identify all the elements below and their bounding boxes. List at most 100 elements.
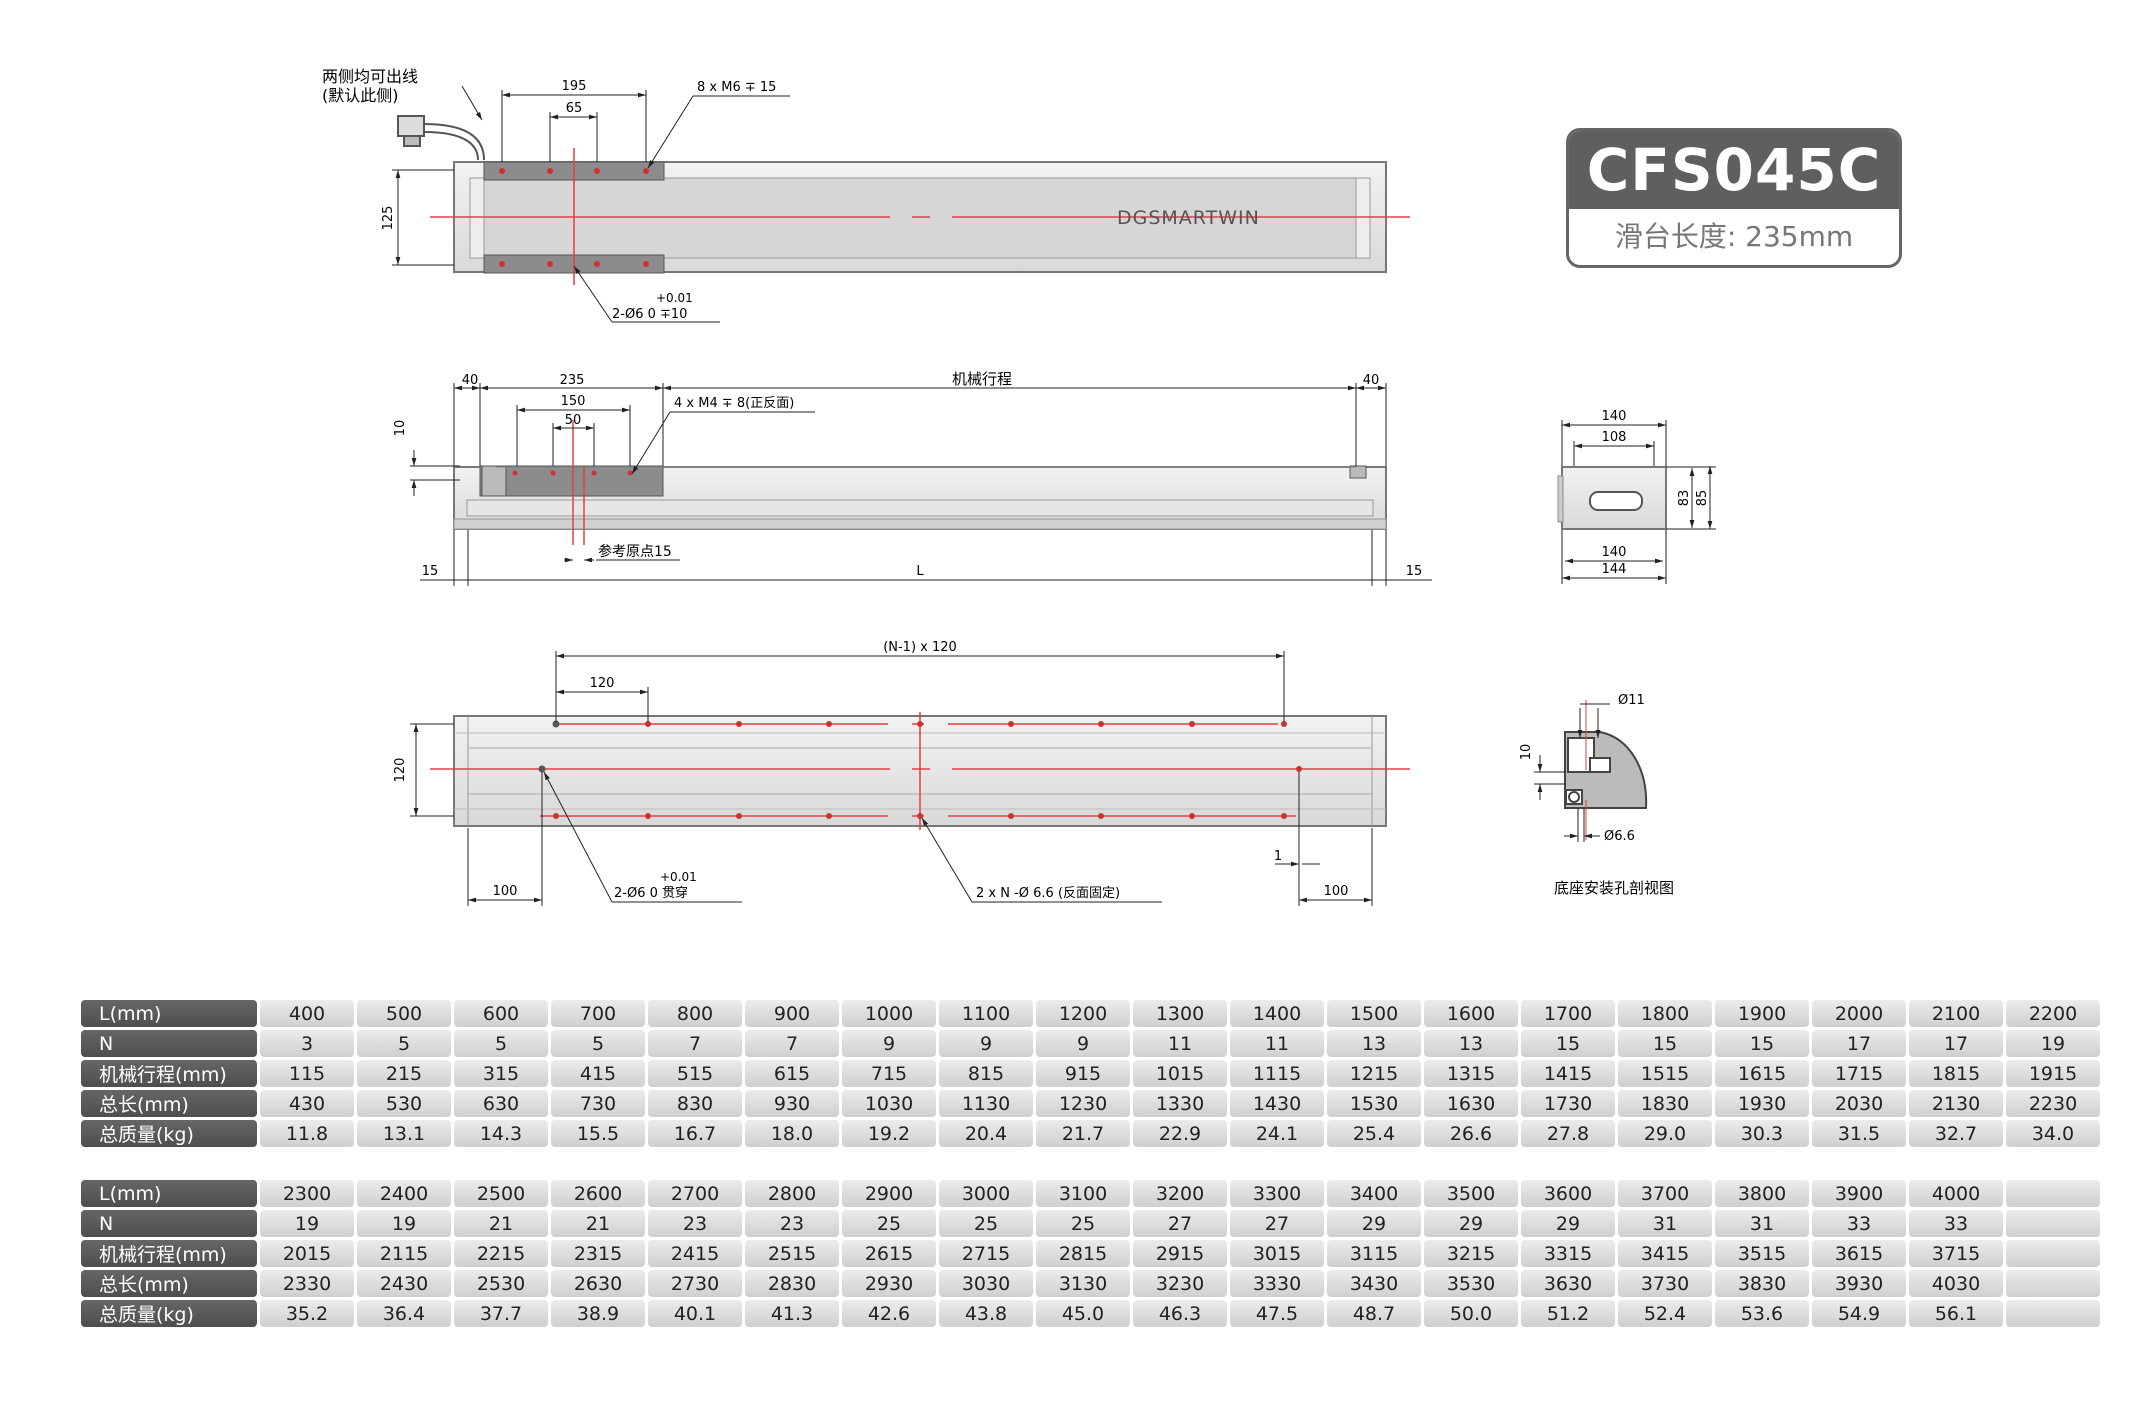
table-cell: 11 <box>1133 1030 1227 1057</box>
table-cell: 54.9 <box>1812 1300 1906 1327</box>
table-cell: 430 <box>260 1090 354 1117</box>
table-cell: 19.2 <box>842 1120 936 1147</box>
table-cell: 15 <box>1618 1030 1712 1057</box>
table-cell: 25 <box>842 1210 936 1237</box>
table-cell: 2800 <box>745 1180 839 1207</box>
table-cell: 30.3 <box>1715 1120 1809 1147</box>
table-cell: 1830 <box>1618 1090 1712 1117</box>
table-cell: 36.4 <box>357 1300 451 1327</box>
table-cell: 2330 <box>260 1270 354 1297</box>
table-cell: 715 <box>842 1060 936 1087</box>
table-cell: 17 <box>1909 1030 2003 1057</box>
table-cell: 415 <box>551 1060 645 1087</box>
table-cell: 2130 <box>1909 1090 2003 1117</box>
table-cell: 3100 <box>1036 1180 1130 1207</box>
table-cell: 3330 <box>1230 1270 1324 1297</box>
table-cell: 2100 <box>1909 1000 2003 1027</box>
table-cell: 17 <box>1812 1030 1906 1057</box>
table-cell: 4000 <box>1909 1180 2003 1207</box>
table-cell: 27 <box>1230 1210 1324 1237</box>
table-cell: 32.7 <box>1909 1120 2003 1147</box>
table-cell: 11.8 <box>260 1120 354 1147</box>
table-cell: 27.8 <box>1521 1120 1615 1147</box>
table-cell: 830 <box>648 1090 742 1117</box>
table-cell: 2715 <box>939 1240 1033 1267</box>
table-cell: 23 <box>648 1210 742 1237</box>
row-header: 总长(mm) <box>81 1090 257 1117</box>
table-cell: 3200 <box>1133 1180 1227 1207</box>
table-cell: 19 <box>260 1210 354 1237</box>
table-cell: 26.6 <box>1424 1120 1518 1147</box>
end-dim-85: 85 <box>1695 490 1710 507</box>
table-cell: 1715 <box>1812 1060 1906 1087</box>
end-dim-83: 83 <box>1677 490 1692 507</box>
table-cell: 23 <box>745 1210 839 1237</box>
side-view: 40 235 150 50 机械行程 40 4 x M4 ∓ 8(正反面) 10… <box>393 370 1432 586</box>
dim-15-right: 15 <box>1406 564 1423 579</box>
table-cell: 5 <box>551 1030 645 1057</box>
table-cell: 2400 <box>357 1180 451 1207</box>
table-cell: 2430 <box>357 1270 451 1297</box>
section-caption: 底座安装孔剖视图 <box>1554 879 1674 897</box>
table-cell: 53.6 <box>1715 1300 1809 1327</box>
table-cell: 315 <box>454 1060 548 1087</box>
dim-1: 1 <box>1274 849 1282 864</box>
table-cell: 1515 <box>1618 1060 1712 1087</box>
table-cell: 2300 <box>260 1180 354 1207</box>
table-cell: 22.9 <box>1133 1120 1227 1147</box>
table-cell: 1630 <box>1424 1090 1518 1117</box>
table-cell: 2900 <box>842 1180 936 1207</box>
brand-logo: DGSMARTWIN <box>1117 207 1260 229</box>
table-cell: 615 <box>745 1060 839 1087</box>
table-cell: 2600 <box>551 1180 645 1207</box>
table-cell: 43.8 <box>939 1300 1033 1327</box>
table-cell: 1330 <box>1133 1090 1227 1117</box>
table-cell: 2700 <box>648 1180 742 1207</box>
table-cell: 3530 <box>1424 1270 1518 1297</box>
section-dim-11: Ø11 <box>1618 693 1645 708</box>
table-cell: 3500 <box>1424 1180 1518 1207</box>
table-cell <box>2006 1180 2100 1207</box>
table-cell: 13 <box>1327 1030 1421 1057</box>
dim-100-right: 100 <box>1324 884 1349 899</box>
end-dim-144: 144 <box>1602 562 1627 577</box>
table-cell: 3515 <box>1715 1240 1809 1267</box>
table-cell: 3600 <box>1521 1180 1615 1207</box>
table-cell: 21.7 <box>1036 1120 1130 1147</box>
dim-L: L <box>916 564 924 579</box>
table-cell: 9 <box>939 1030 1033 1057</box>
table-cell: 46.3 <box>1133 1300 1227 1327</box>
table-cell: 29 <box>1521 1210 1615 1237</box>
dim-50: 50 <box>565 413 582 428</box>
table-cell: 19 <box>2006 1030 2100 1057</box>
end-dim-140-bottom: 140 <box>1602 545 1627 560</box>
table-cell: 3430 <box>1327 1270 1421 1297</box>
table-cell: 48.7 <box>1327 1300 1421 1327</box>
end-view: 140 108 83 85 140 144 <box>1557 409 1716 584</box>
table-cell: 3715 <box>1909 1240 2003 1267</box>
table-cell: 900 <box>745 1000 839 1027</box>
table-cell: 33 <box>1909 1210 2003 1237</box>
table-cell <box>2006 1210 2100 1237</box>
table-cell: 1030 <box>842 1090 936 1117</box>
table-cell: 38.9 <box>551 1300 645 1327</box>
row-header: N <box>81 1030 257 1057</box>
table-cell: 3415 <box>1618 1240 1712 1267</box>
table-cell: 3730 <box>1618 1270 1712 1297</box>
table-cell: 19 <box>357 1210 451 1237</box>
table-cell: 1000 <box>842 1000 936 1027</box>
table-cell: 700 <box>551 1000 645 1027</box>
table-cell: 31 <box>1618 1210 1712 1237</box>
bottom-view: (N-1) x 120 120 120 100 +0.01 2-Ø6 0 贯穿 … <box>393 640 1410 906</box>
table-cell: 3030 <box>939 1270 1033 1297</box>
row-header: 机械行程(mm) <box>81 1060 257 1087</box>
table-cell: 3230 <box>1133 1270 1227 1297</box>
dim-235: 235 <box>560 373 585 388</box>
dim-40-right: 40 <box>1363 373 1380 388</box>
row-header: 机械行程(mm) <box>81 1240 257 1267</box>
table-cell: 1430 <box>1230 1090 1324 1117</box>
